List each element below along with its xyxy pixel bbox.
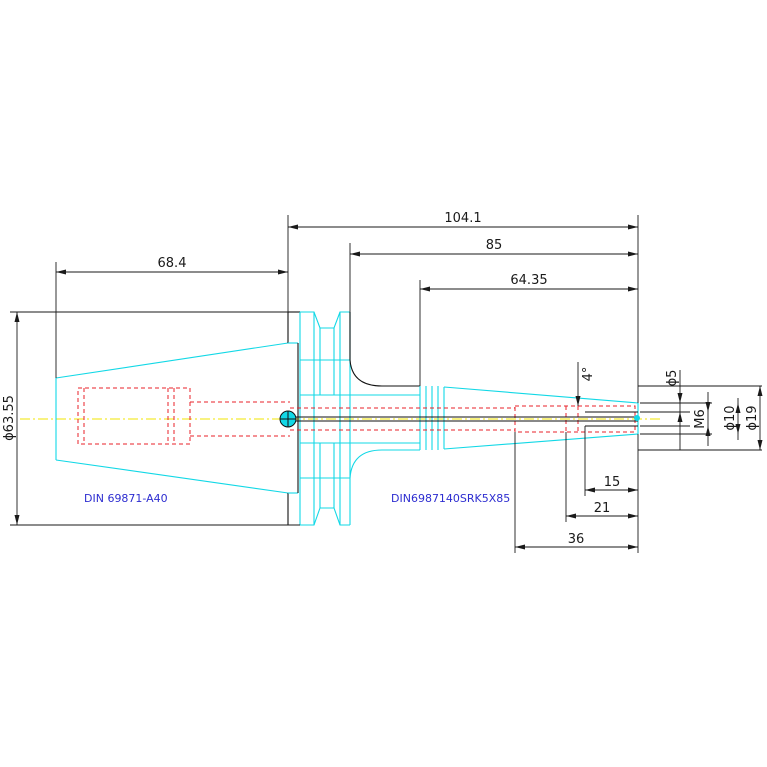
dim-taper-angle: 4° [575,362,596,406]
taper-shank [55,311,300,525]
flange-diameter-text: ϕ63.55 [2,395,17,441]
depth-21-text: 21 [594,501,611,516]
holder-length-text: 85 [486,238,503,253]
center-mark-icon [279,410,297,428]
dim-holder-length: 85 [349,238,638,312]
diameter-19-text: ϕ19 [745,405,760,430]
hidden-bores [77,387,636,445]
diameter-5-text: ϕ5 [665,370,680,387]
holder-body [349,312,639,479]
thread-m6-text: M6 [693,409,708,429]
taper-angle-text: 4° [581,367,596,382]
dim-taper-length: 64.35 [419,273,638,386]
flange [299,311,351,526]
taper-length-text: 64.35 [510,273,547,288]
dim-overall-length: 104.1 [287,211,639,403]
shank-length-text: 68.4 [158,256,187,271]
depth-15-text: 15 [604,475,621,490]
dim-depths: 15 21 36 [514,426,639,553]
dim-flange-diameter: ϕ63.55 [2,311,300,526]
overall-length-text: 104.1 [444,211,481,226]
dim-shank-length: 68.4 [55,256,288,378]
diameter-10-text: ϕ10 [723,405,738,430]
holder-standard-label: DIN6987140SRK5X85 [391,492,510,505]
shank-standard-label: DIN 69871-A40 [84,492,168,505]
dim-right-diameters: ϕ5 M6 ϕ10 ϕ19 [638,370,763,451]
depth-36-text: 36 [568,532,585,547]
tip-point-icon [634,415,640,421]
